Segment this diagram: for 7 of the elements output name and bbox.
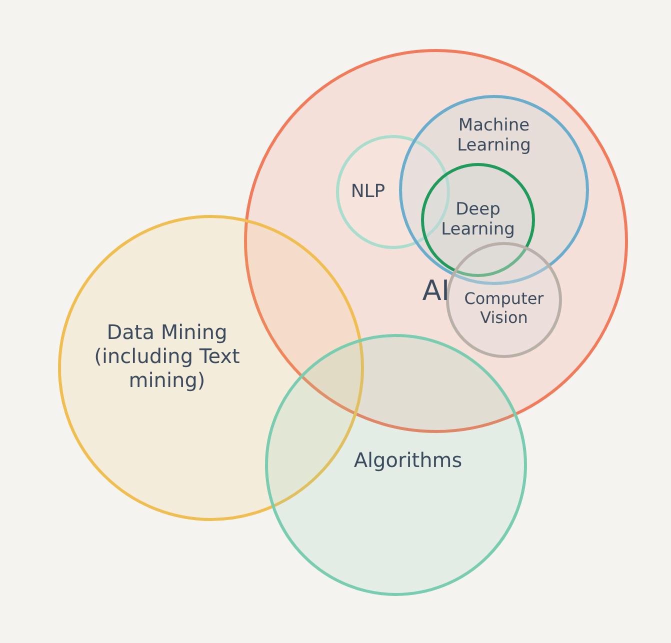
circle-label: Computer Vision [463,288,545,328]
circle-label: Deep Learning [440,200,516,240]
circle-label: AI [421,274,451,308]
circle-label: NLP [350,181,386,203]
circle-label: Data Mining (including Text mining) [93,320,241,392]
circle-label: Algorithms [352,448,464,472]
circle-label: Machine Learning [456,116,532,156]
